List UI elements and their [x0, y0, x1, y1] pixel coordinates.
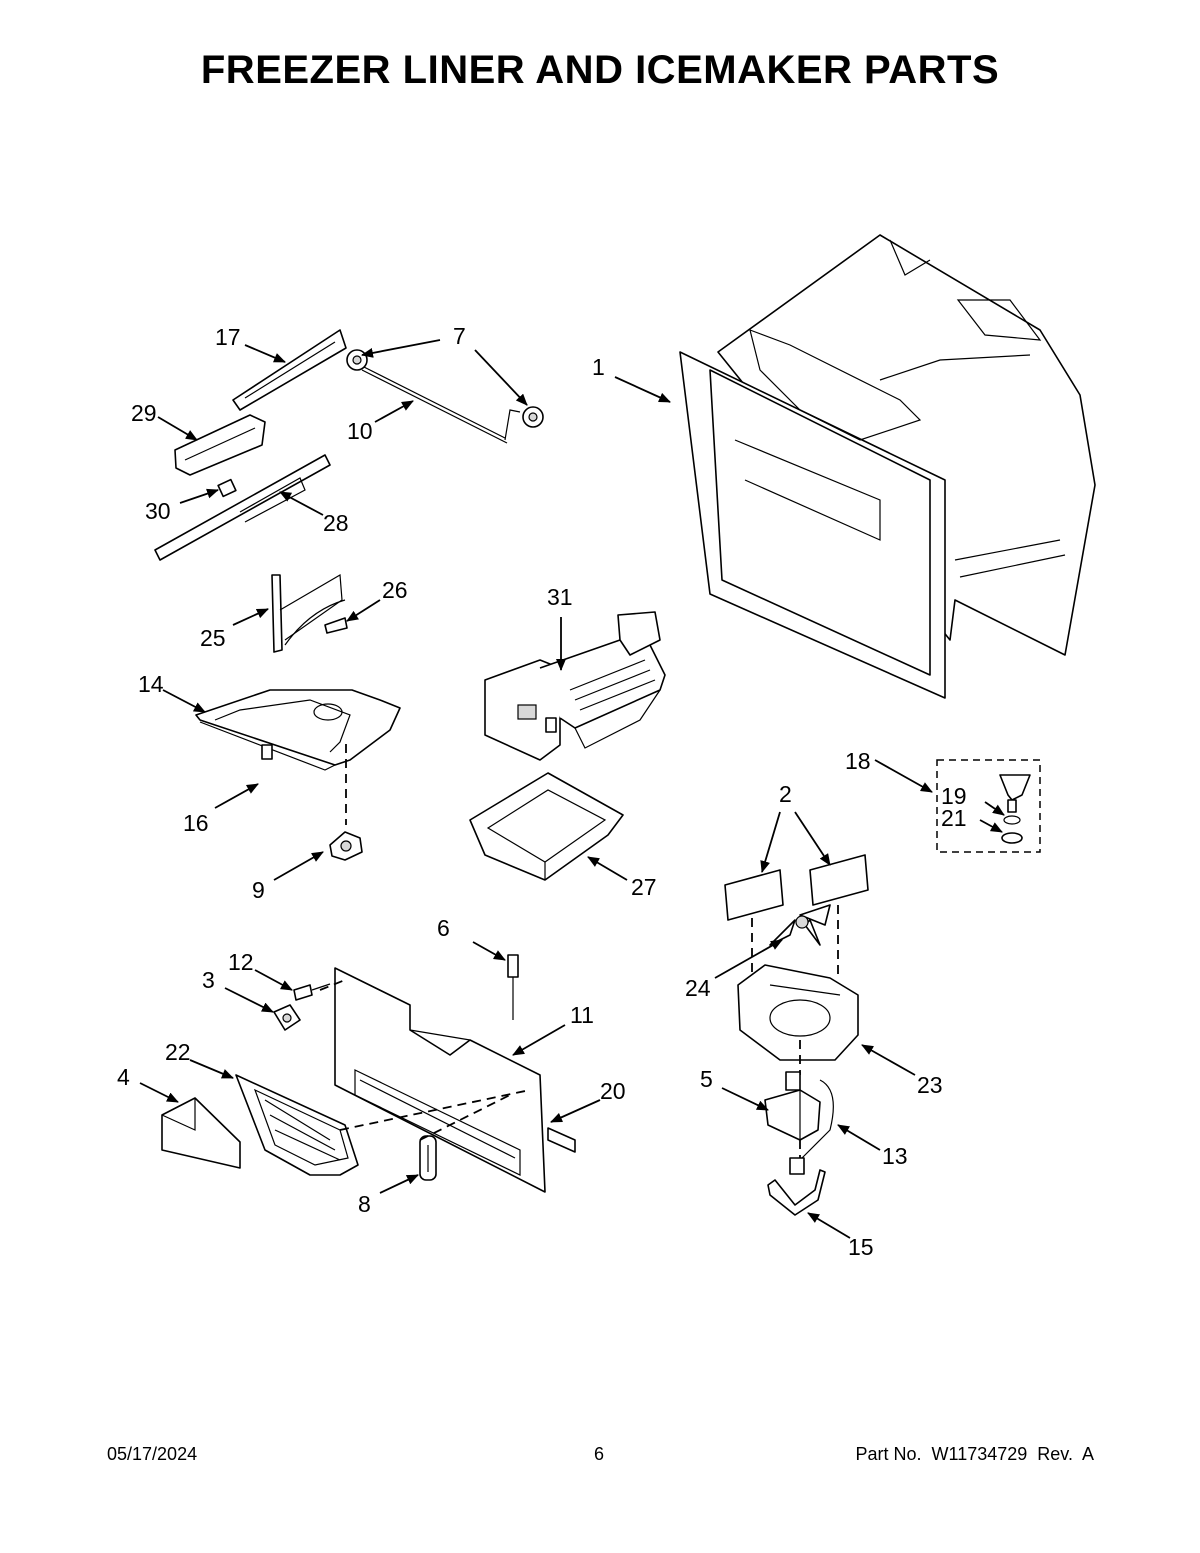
callout-9: 9 [252, 877, 265, 903]
clip-8 [419, 1135, 437, 1181]
callout-25: 25 [200, 625, 226, 651]
sensor-6 [507, 954, 519, 1020]
callout-19: 19 [941, 783, 967, 809]
bucket-bracket [271, 574, 346, 653]
callout-3: 3 [202, 967, 215, 993]
foam-tape [724, 854, 869, 921]
strip-20 [547, 1127, 576, 1153]
callout-26: 26 [382, 577, 408, 603]
auger-shaft [359, 364, 521, 444]
callout-5: 5 [700, 1066, 713, 1092]
callout-27: 27 [631, 874, 657, 900]
footer-date: 05/17/2024 [107, 1444, 198, 1464]
callout-6: 6 [437, 915, 450, 941]
fan-blade [769, 904, 831, 946]
evaporator-cover [334, 967, 546, 1193]
auger-motor [329, 831, 363, 861]
callout-28: 28 [323, 510, 349, 536]
fan-motor [764, 1071, 834, 1161]
callout-21: 21 [941, 805, 967, 831]
callout-31: 31 [547, 584, 573, 610]
callout-14: 14 [138, 671, 164, 697]
callout-18: 18 [845, 748, 871, 774]
callout-8: 8 [358, 1191, 371, 1217]
ice-bucket-housing [195, 689, 401, 771]
page-title: FREEZER LINER AND ICEMAKER PARTS [200, 48, 1000, 92]
duct-4 [161, 1097, 241, 1169]
slide-rail-lower [154, 454, 331, 561]
slide-rail-upper [232, 329, 347, 411]
callout-11: 11 [570, 1002, 594, 1028]
motor-bracket [767, 1157, 826, 1216]
callout-2: 2 [779, 781, 792, 807]
callout-17: 17 [215, 324, 241, 350]
callout-15: 15 [848, 1234, 874, 1260]
fan-housing [737, 964, 859, 1061]
damper-3 [273, 1004, 301, 1031]
small-clip [261, 744, 273, 760]
callout-10: 10 [347, 418, 373, 444]
callout-30: 30 [145, 498, 171, 524]
fan-grille [235, 1074, 359, 1176]
callout-29: 29 [131, 400, 157, 426]
screw-12 [293, 983, 331, 1001]
footer-part-number: Part No. W11734729 Rev. A [855, 1444, 1094, 1464]
callout-16: 16 [183, 810, 209, 836]
callout-24: 24 [685, 975, 711, 1001]
leader-lines [139, 339, 1005, 1239]
slide-bracket [174, 414, 266, 476]
callout-23: 23 [917, 1072, 943, 1098]
callout-1: 1 [592, 354, 605, 380]
icemaker-assembly [484, 611, 666, 761]
freezer-liner [679, 234, 1096, 699]
callout-13: 13 [882, 1143, 908, 1169]
callout-12: 12 [228, 949, 254, 975]
footer-page-number: 6 [594, 1444, 605, 1464]
gear-lower [522, 406, 544, 428]
callout-4: 4 [117, 1064, 130, 1090]
callout-22: 22 [165, 1039, 191, 1065]
callout-20: 20 [600, 1078, 626, 1104]
slide-screw [217, 478, 237, 498]
callout-7: 7 [453, 323, 466, 349]
valve-kit-box [936, 759, 1041, 853]
callout-numbers: 1 2 3 4 5 6 7 8 9 10 11 12 13 14 15 16 1… [117, 323, 967, 1260]
gear-upper [346, 349, 368, 371]
ice-bin [469, 772, 624, 881]
bracket-screw [324, 617, 348, 634]
